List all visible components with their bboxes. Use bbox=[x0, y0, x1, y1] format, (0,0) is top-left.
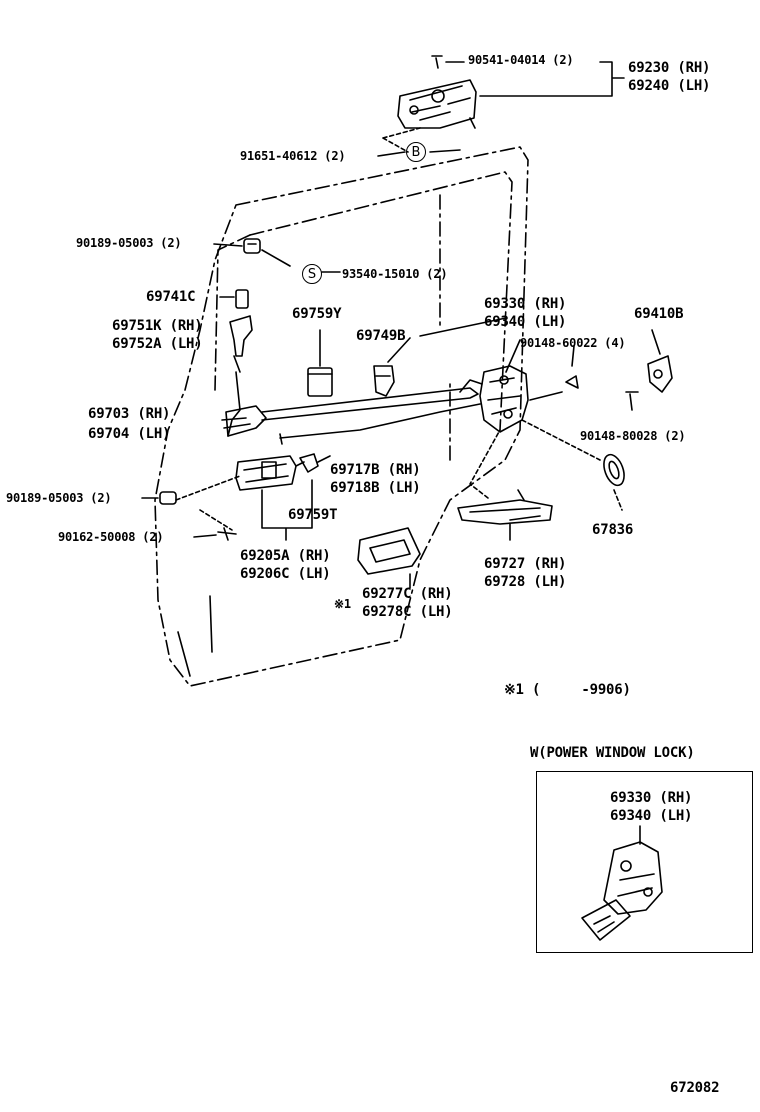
part-69410B-label: 69410B bbox=[634, 306, 684, 322]
rod-clip-69749B bbox=[373, 365, 395, 397]
part-69759Y-label: 69759Y bbox=[292, 306, 342, 322]
part-93540-label: 93540-15010 (2) bbox=[342, 267, 448, 281]
part-69330-label: 69330 (RH) bbox=[484, 296, 567, 312]
inset-part-69340-label: 69340 (LH) bbox=[610, 808, 693, 824]
grommet bbox=[603, 453, 625, 487]
part-67836-label: 67836 bbox=[592, 522, 634, 538]
inset-box bbox=[536, 771, 753, 953]
footnote-1: ※1 ( -9906) bbox=[504, 682, 631, 698]
callout-b: B bbox=[406, 142, 426, 162]
note-mark: ※1 bbox=[334, 597, 351, 611]
part-69340-label: 69340 (LH) bbox=[484, 314, 567, 330]
inset-latch-assembly bbox=[581, 841, 663, 941]
part-69759T-label: 69759T bbox=[288, 507, 338, 523]
figure-number: 672082 bbox=[670, 1080, 720, 1096]
rod-clip-block bbox=[307, 367, 333, 397]
part-69749B-label: 69749B bbox=[356, 328, 406, 344]
screw-90162 bbox=[217, 527, 237, 541]
lock-knob bbox=[235, 289, 249, 309]
part-69703-label: 69703 (RH) bbox=[88, 406, 171, 422]
inset-title: W(POWER WINDOW LOCK) bbox=[530, 745, 695, 761]
inside-handle-bezel bbox=[357, 527, 421, 575]
part-91651-label: 91651-40612 (2) bbox=[240, 149, 346, 163]
rod-lower bbox=[279, 403, 481, 439]
clip-top bbox=[243, 238, 261, 254]
rod-clip-69717B bbox=[299, 453, 319, 473]
callout-s: S bbox=[302, 264, 322, 284]
outside-handle bbox=[397, 55, 477, 129]
part-69752A-label: 69752A (LH) bbox=[112, 336, 203, 352]
striker bbox=[647, 355, 673, 393]
part-90162-label: 90162-50008 (2) bbox=[58, 530, 164, 544]
part-90189-lower-label: 90189-05003 (2) bbox=[6, 491, 112, 505]
inside-handle-bellcrank bbox=[221, 405, 267, 437]
lock-rod-guide bbox=[229, 315, 253, 373]
part-69717B-label: 69717B (RH) bbox=[330, 462, 421, 478]
rod-upper bbox=[261, 387, 479, 421]
part-69278C-label: 69278C (LH) bbox=[362, 604, 453, 620]
part-90148-80028-label: 90148-80028 (2) bbox=[580, 429, 686, 443]
part-90148-60022-label: 90148-60022 (4) bbox=[520, 336, 626, 350]
inset-part-69330-label: 69330 (RH) bbox=[610, 790, 693, 806]
part-69240-label: 69240 (LH) bbox=[628, 78, 711, 94]
part-90189-top-label: 90189-05003 (2) bbox=[76, 236, 182, 250]
part-69230-label: 69230 (RH) bbox=[628, 60, 711, 76]
screw-b bbox=[625, 391, 639, 411]
door-outline bbox=[154, 146, 529, 687]
lock-rod bbox=[227, 371, 241, 437]
part-69751K-label: 69751K (RH) bbox=[112, 318, 203, 334]
part-69718B-label: 69718B (LH) bbox=[330, 480, 421, 496]
part-69206C-label: 69206C (LH) bbox=[240, 566, 331, 582]
part-69704-label: 69704 (LH) bbox=[88, 426, 171, 442]
handle-dashline bbox=[382, 127, 421, 153]
part-69741C-label: 69741C bbox=[146, 289, 196, 305]
lock-control-link bbox=[457, 489, 553, 525]
part-90541-label: 90541-04014 (2) bbox=[468, 53, 574, 67]
part-69728-label: 69728 (LH) bbox=[484, 574, 567, 590]
door-panel-lines bbox=[177, 595, 213, 677]
part-69727-label: 69727 (RH) bbox=[484, 556, 567, 572]
clip-lower bbox=[159, 491, 177, 505]
inside-handle-base bbox=[235, 455, 297, 491]
part-69277C-label: 69277C (RH) bbox=[362, 586, 453, 602]
part-69205A-label: 69205A (RH) bbox=[240, 548, 331, 564]
